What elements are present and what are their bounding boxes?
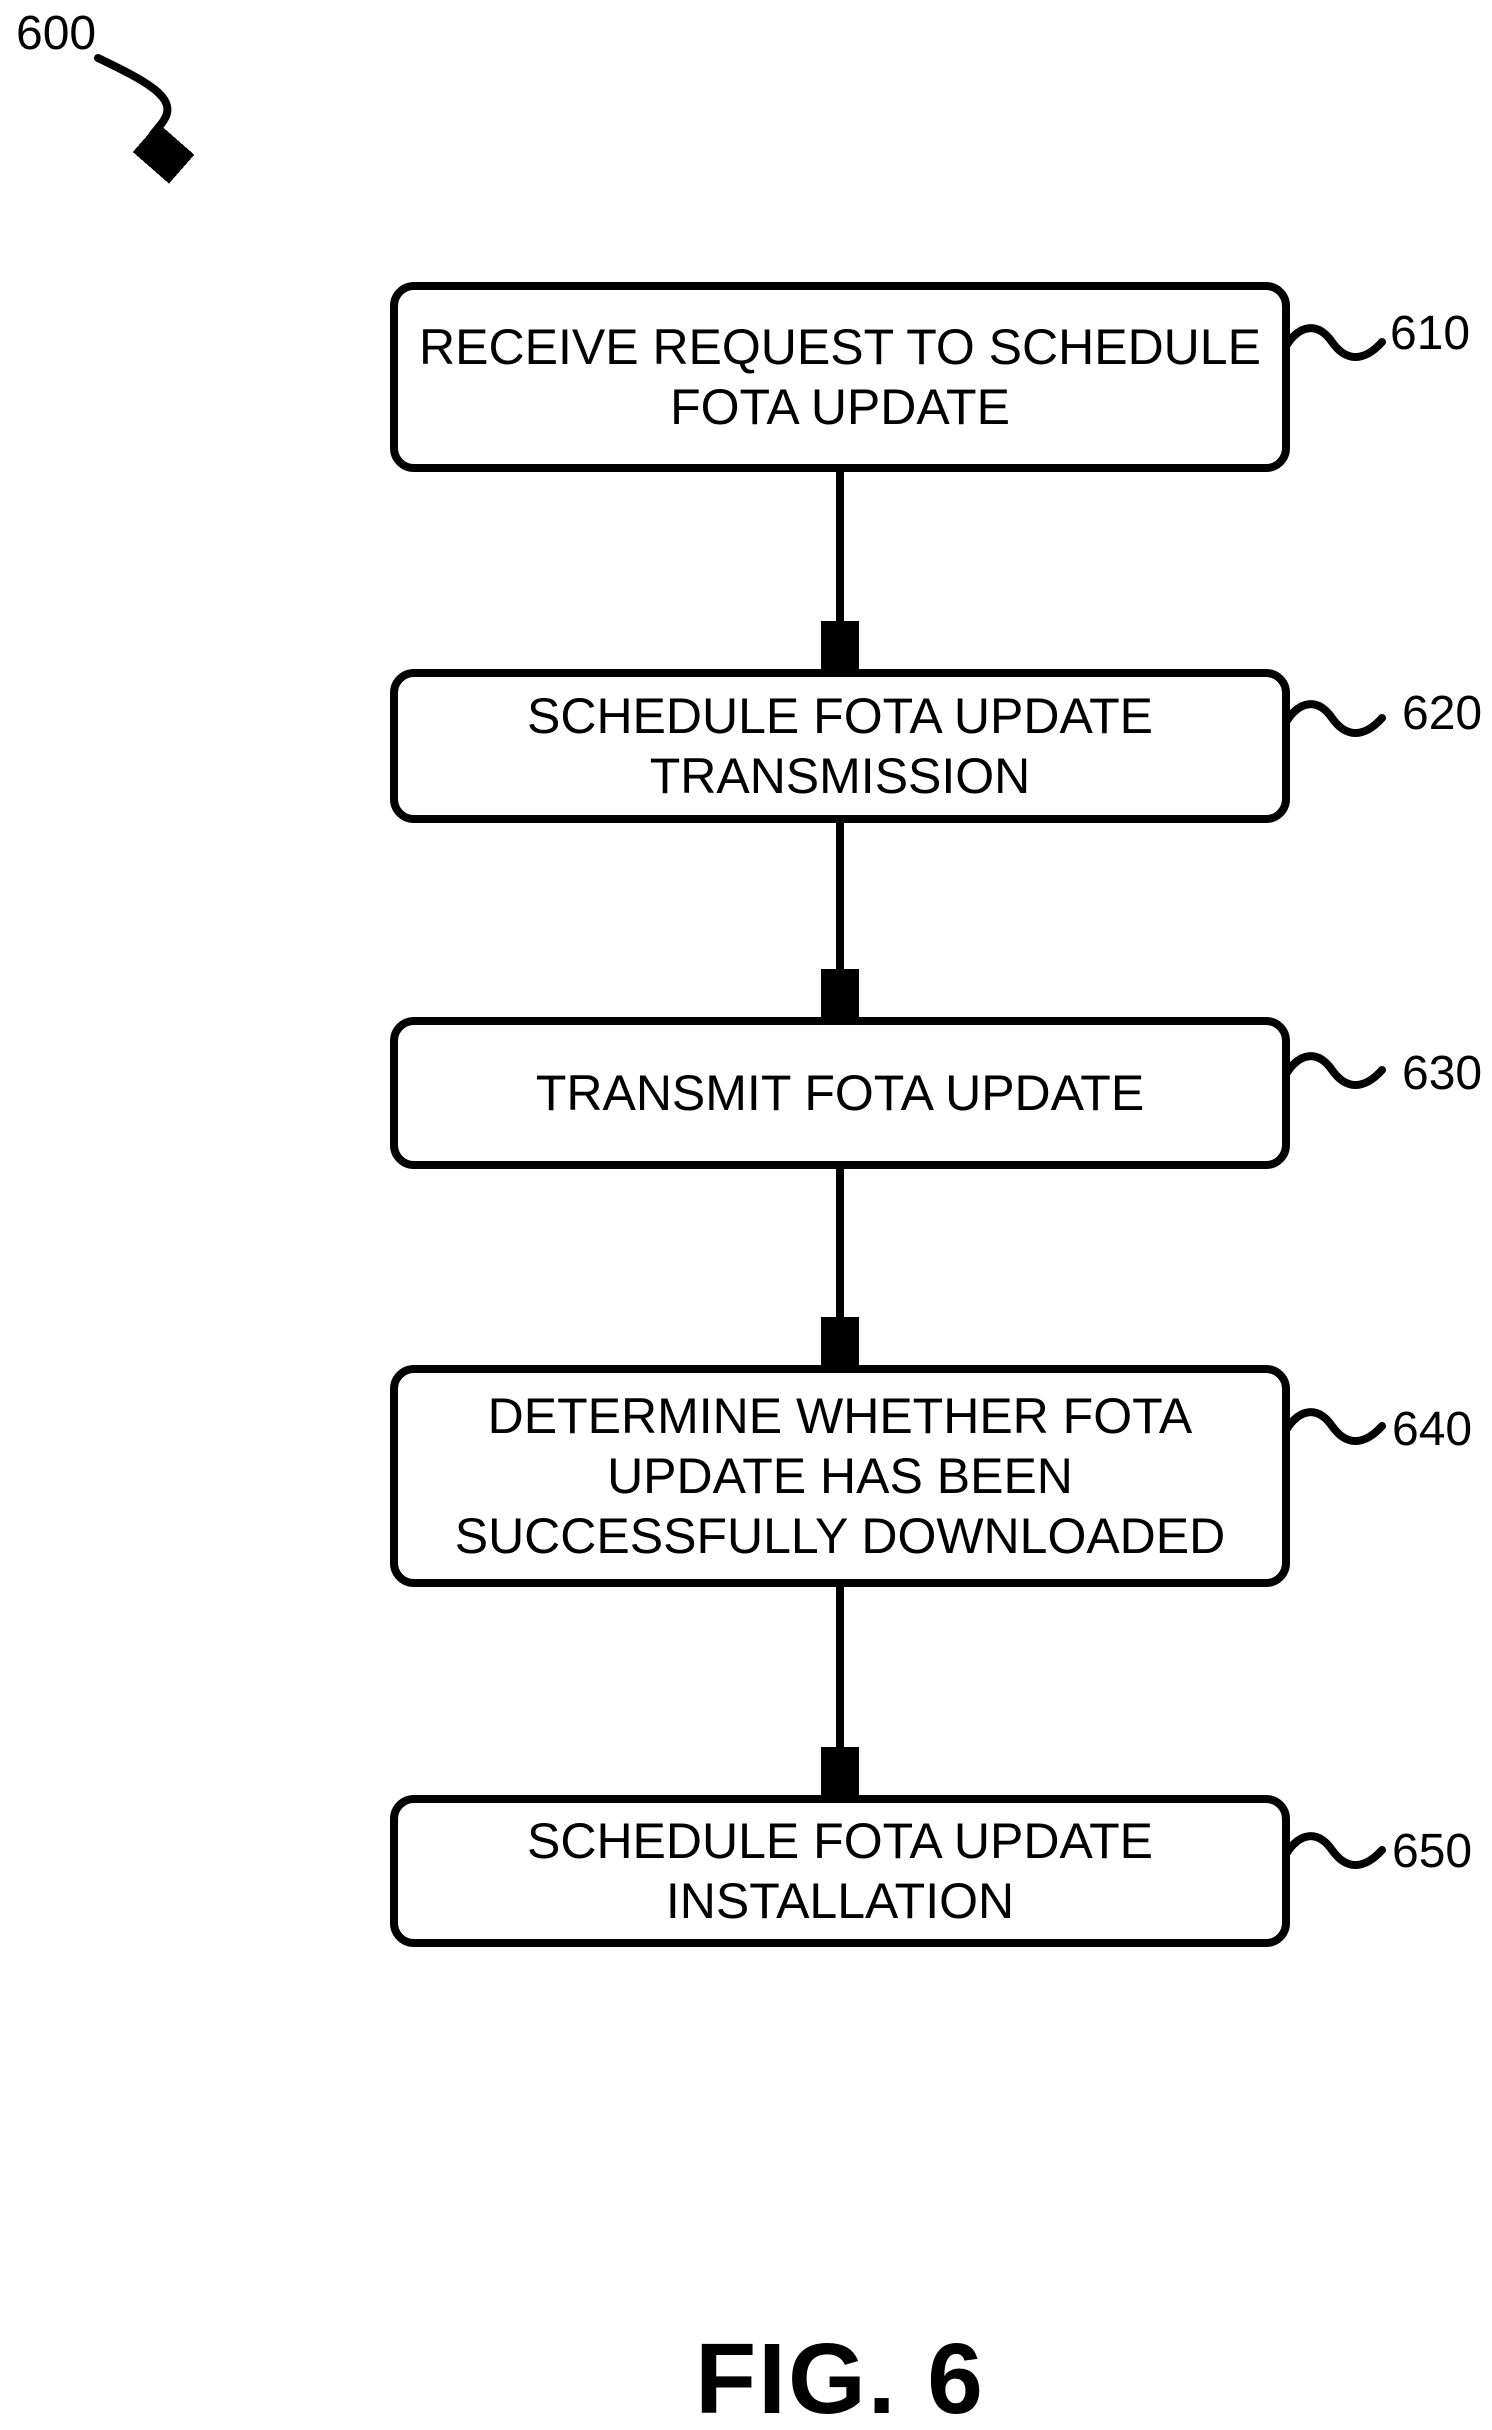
figure-caption: FIG. 6 (695, 2323, 985, 2430)
flow-step-640-label: DETERMINE WHETHER FOTA UPDATE HAS BEEN S… (454, 1388, 1226, 1564)
ref-squiggle-610 (1282, 324, 1386, 361)
ref-squiggle-650 (1282, 1832, 1386, 1869)
flow-step-610-label: RECEIVE REQUEST TO SCHEDULE FOTA UPDATE (419, 319, 1261, 435)
figure-reference-number: 600 (16, 7, 97, 60)
flow-step-620-box: SCHEDULE FOTA UPDATE TRANSMISSION (390, 669, 1290, 823)
ref-squiggle-620 (1282, 700, 1386, 737)
flow-step-630-box: TRANSMIT FOTA UPDATE (390, 1017, 1290, 1169)
flow-step-620-label: SCHEDULE FOTA UPDATE TRANSMISSION (526, 688, 1154, 804)
flow-step-650-label: SCHEDULE FOTA UPDATE INSTALLATION (526, 1813, 1154, 1929)
flow-step-650-box: SCHEDULE FOTA UPDATE INSTALLATION (390, 1795, 1290, 1947)
ref-squiggle-630 (1282, 1052, 1386, 1089)
figure-reference-arrow (94, 54, 178, 166)
ref-squiggle-640 (1282, 1408, 1386, 1445)
step-reference-640: 640 (1392, 1403, 1473, 1456)
step-reference-650: 650 (1392, 1825, 1473, 1878)
flow-step-630-label: TRANSMIT FOTA UPDATE (535, 1065, 1145, 1121)
flow-step-640-box: DETERMINE WHETHER FOTA UPDATE HAS BEEN S… (390, 1365, 1290, 1587)
step-reference-620: 620 (1402, 687, 1483, 740)
flow-step-610-box: RECEIVE REQUEST TO SCHEDULE FOTA UPDATE (390, 282, 1290, 472)
step-reference-610: 610 (1390, 307, 1471, 360)
step-reference-630: 630 (1402, 1047, 1483, 1100)
